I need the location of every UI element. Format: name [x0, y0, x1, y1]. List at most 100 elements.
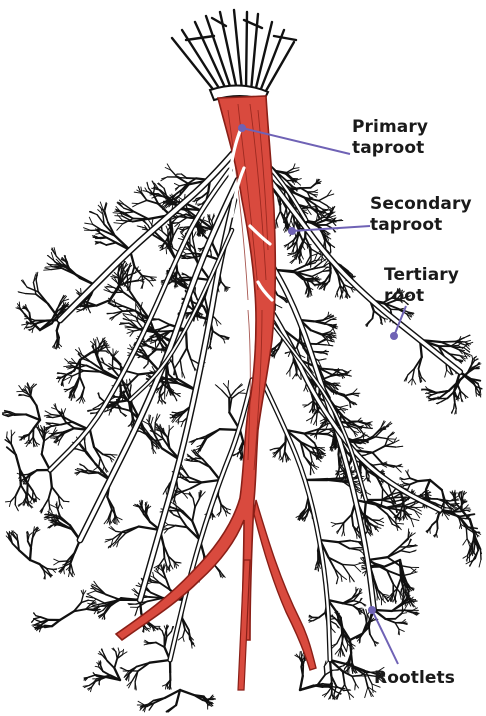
rootlet	[168, 525, 175, 526]
rootlet	[191, 461, 200, 462]
rootlet	[223, 339, 225, 343]
rootlet	[184, 494, 188, 499]
rootlet	[412, 612, 417, 613]
rootlet	[342, 564, 354, 565]
rootlet	[301, 254, 303, 259]
rootlet	[400, 590, 401, 595]
rootlet	[173, 229, 177, 236]
rootlet	[279, 455, 280, 459]
rootlet	[430, 480, 442, 490]
rootlet	[48, 507, 49, 514]
rootlet	[331, 522, 336, 524]
rootlet	[82, 388, 84, 397]
rootlet	[51, 268, 62, 269]
rootlet	[142, 193, 147, 200]
rootlet	[183, 629, 185, 636]
rootlet	[143, 221, 149, 226]
rootlet	[75, 470, 81, 472]
rootlet	[41, 617, 49, 620]
rootlet	[52, 487, 59, 496]
rootlet	[276, 211, 280, 220]
rootlet	[178, 637, 183, 640]
rootlet	[430, 530, 431, 534]
rootlet	[330, 216, 336, 218]
rootlet	[179, 281, 183, 282]
rootlet	[99, 681, 100, 684]
rootlet	[297, 269, 313, 273]
rootlet	[19, 550, 30, 560]
rootlet	[350, 541, 358, 542]
rootlet	[319, 558, 320, 564]
rootlet	[207, 429, 220, 435]
rootlet	[436, 534, 437, 537]
rootlet	[396, 446, 403, 447]
rootlet	[122, 409, 131, 411]
rootlet	[88, 591, 96, 594]
rootlet	[445, 370, 447, 377]
rootlet	[118, 648, 119, 653]
rootlet	[52, 425, 61, 426]
rootlet	[27, 287, 38, 292]
rootlet	[124, 212, 135, 213]
rootlet	[150, 643, 156, 644]
rootlet	[167, 631, 172, 637]
rootlet	[173, 248, 178, 252]
rootlet	[472, 356, 473, 360]
rootlet	[190, 238, 191, 250]
rootlet	[304, 456, 311, 464]
rootlet	[455, 497, 456, 503]
rootlet	[114, 659, 117, 669]
rootlet	[63, 409, 65, 415]
rootlet	[17, 535, 18, 541]
rootlet	[45, 626, 52, 627]
rootlet	[77, 310, 82, 312]
rootlet	[286, 218, 287, 226]
rootlet	[60, 504, 63, 509]
rootlet	[174, 183, 179, 186]
rootlet	[318, 359, 326, 361]
rootlet	[142, 501, 143, 507]
rootlet	[286, 369, 290, 374]
rootlet	[139, 200, 147, 203]
rootlet	[89, 217, 92, 224]
rootlet	[321, 353, 327, 354]
rootlet	[34, 443, 35, 447]
rootlet	[166, 226, 168, 230]
rootlet	[465, 340, 471, 342]
rootlet	[239, 393, 246, 394]
rootlet	[103, 341, 104, 345]
rootlet	[373, 446, 385, 453]
rootlet	[349, 548, 359, 549]
rootlet	[374, 526, 378, 527]
rootlet	[156, 643, 165, 648]
rootlet	[87, 306, 97, 307]
rootlet	[131, 267, 134, 277]
rootlet	[335, 292, 337, 297]
rootlet	[285, 442, 286, 451]
rootlet	[87, 452, 96, 464]
rootlet	[44, 499, 49, 507]
rootlet	[353, 389, 357, 394]
rootlet	[374, 311, 380, 316]
rootlet	[164, 626, 166, 630]
rootlet	[463, 539, 467, 545]
rootlet	[59, 344, 62, 347]
rootlet	[31, 538, 32, 548]
rootlet	[418, 480, 430, 481]
rootlet	[451, 505, 456, 506]
rootlet	[320, 540, 338, 542]
rootlet	[46, 568, 52, 569]
rootlet	[401, 545, 409, 550]
rootlet	[307, 244, 308, 248]
rootlet	[187, 348, 191, 359]
rootlet	[21, 280, 27, 287]
rootlet	[128, 289, 137, 303]
rootlet	[385, 446, 396, 447]
rootlet	[319, 613, 326, 618]
rootlet	[7, 432, 8, 438]
rootlet	[49, 499, 50, 508]
rootlet	[221, 281, 225, 286]
rootlet	[372, 684, 373, 692]
rootlet	[378, 524, 383, 526]
